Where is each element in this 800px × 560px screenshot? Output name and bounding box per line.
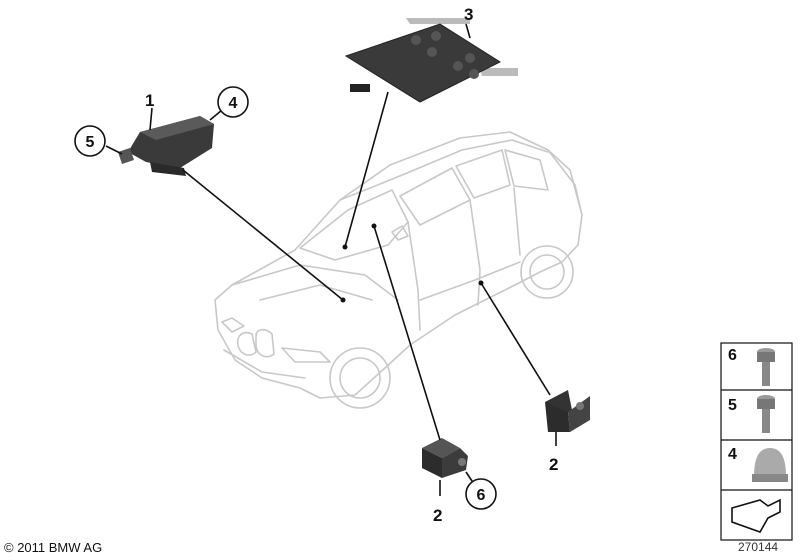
callout-2-right: 2 bbox=[549, 455, 558, 474]
leader-lines bbox=[105, 23, 557, 496]
arrow-back-icon bbox=[731, 498, 781, 533]
legend-number-6: 6 bbox=[728, 347, 737, 364]
long-bolt-icon bbox=[757, 348, 775, 386]
callout-circle-5 bbox=[74, 125, 106, 157]
callout-1: 1 bbox=[145, 91, 154, 110]
callout-circle-4 bbox=[217, 86, 249, 118]
sensor-part-right bbox=[545, 390, 590, 432]
dome-nut-icon bbox=[752, 448, 788, 482]
callout-4: 4 bbox=[229, 95, 238, 112]
legend-number-4: 4 bbox=[728, 446, 737, 463]
callout-5: 5 bbox=[86, 134, 95, 151]
antenna-module-part bbox=[344, 18, 518, 103]
fastener-legend: 6 5 4 bbox=[720, 342, 793, 541]
callout-6: 6 bbox=[477, 487, 486, 504]
diagram-id: 270144 bbox=[738, 540, 779, 554]
callout-2-lower: 2 bbox=[433, 506, 442, 525]
callout-3: 3 bbox=[464, 5, 473, 24]
control-module-part bbox=[118, 116, 214, 176]
car-outline bbox=[214, 131, 583, 409]
short-bolt-icon bbox=[757, 395, 775, 433]
copyright-text: © 2011 BMW AG bbox=[4, 540, 103, 555]
sensor-part-lower bbox=[422, 438, 468, 478]
callout-circle-6 bbox=[465, 478, 497, 510]
legend-number-5: 5 bbox=[728, 397, 737, 414]
